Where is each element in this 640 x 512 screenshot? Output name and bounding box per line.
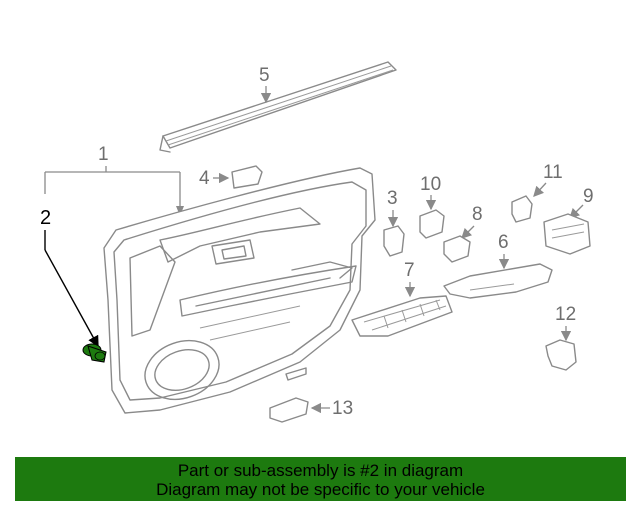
leader-11 (533, 182, 547, 197)
callout-7[interactable]: 7 (404, 260, 415, 281)
callout-8[interactable]: 8 (472, 204, 483, 225)
callout-2[interactable]: 2 (40, 207, 51, 229)
part-11-bracket (511, 195, 533, 223)
callout-5[interactable]: 5 (259, 65, 270, 86)
part-12-lamp-socket (545, 339, 577, 371)
part-7-switch-panel (351, 295, 453, 337)
part-8-switch (443, 235, 471, 263)
banner-line-2: Diagram may not be specific to your vehi… (156, 480, 485, 499)
part-10-switch-knob (419, 209, 445, 239)
leader-8 (461, 225, 475, 239)
callout-4[interactable]: 4 (199, 168, 210, 189)
part-6-detail (469, 283, 515, 291)
part-3-switch-piece (383, 225, 405, 257)
banner-line-1: Part or sub-assembly is #2 in diagram (177, 461, 464, 480)
part-info-banner: Part or sub-assembly is #2 in diagram Di… (15, 457, 626, 501)
part-9-detail (551, 223, 585, 239)
callout-12[interactable]: 12 (555, 304, 576, 325)
part-9-switch-assembly (543, 213, 591, 255)
part-5-belt-moulding (159, 61, 397, 153)
leader-2b (44, 249, 99, 348)
part-6-armrest-cover (443, 263, 553, 299)
callout-3[interactable]: 3 (387, 188, 398, 209)
callout-13[interactable]: 13 (332, 398, 353, 419)
callout-1[interactable]: 1 (98, 144, 109, 165)
part-2-fastener-clip (82, 343, 107, 363)
callout-11[interactable]: 11 (543, 162, 563, 183)
part-4-clip (231, 165, 263, 189)
bracket-1 (44, 166, 181, 214)
part-1-door-trim-panel (103, 167, 376, 414)
callout-10[interactable]: 10 (420, 174, 441, 195)
callout-6[interactable]: 6 (498, 232, 509, 253)
part-13-courtesy-lamp (269, 397, 309, 423)
callout-9[interactable]: 9 (583, 186, 594, 207)
